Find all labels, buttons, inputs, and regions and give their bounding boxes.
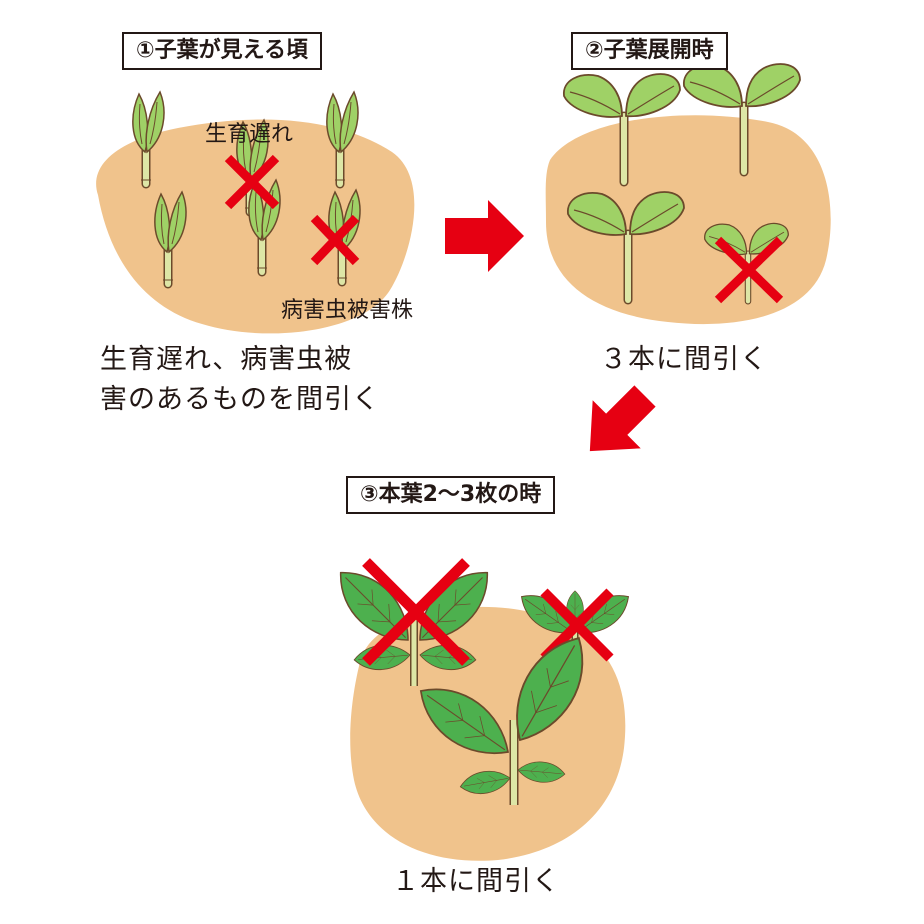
- remove-mark-large: [362, 558, 470, 666]
- soil-patch-2: [545, 115, 831, 325]
- stage-3-instruction: １本に間引く: [392, 866, 560, 897]
- pest-damage-note: 病害虫被害株: [281, 298, 414, 323]
- stage-3-title: ③本葉2～3枚の時: [346, 476, 556, 514]
- kept-plant: [406, 624, 602, 805]
- remove-mark-slow: [224, 154, 280, 210]
- stage-1-instruction-line-2: 害のあるものを間引く: [100, 384, 380, 415]
- stage-2-instruction: ３本に間引く: [600, 344, 768, 375]
- remove-mark-pest: [310, 214, 360, 266]
- remove-mark-stage2: [714, 236, 784, 304]
- removed-plant-large: [325, 557, 503, 686]
- stage-1-title: ①子葉が見える頃: [122, 32, 322, 70]
- arrow-right: [445, 200, 524, 272]
- stage-2-title: ②子葉展開時: [571, 32, 728, 70]
- arrow-down-left: [589, 385, 656, 452]
- slow-growth-note: 生育遅れ: [205, 122, 294, 147]
- stage-1-instruction-line-1: 生育遅れ、病害虫被: [100, 344, 353, 375]
